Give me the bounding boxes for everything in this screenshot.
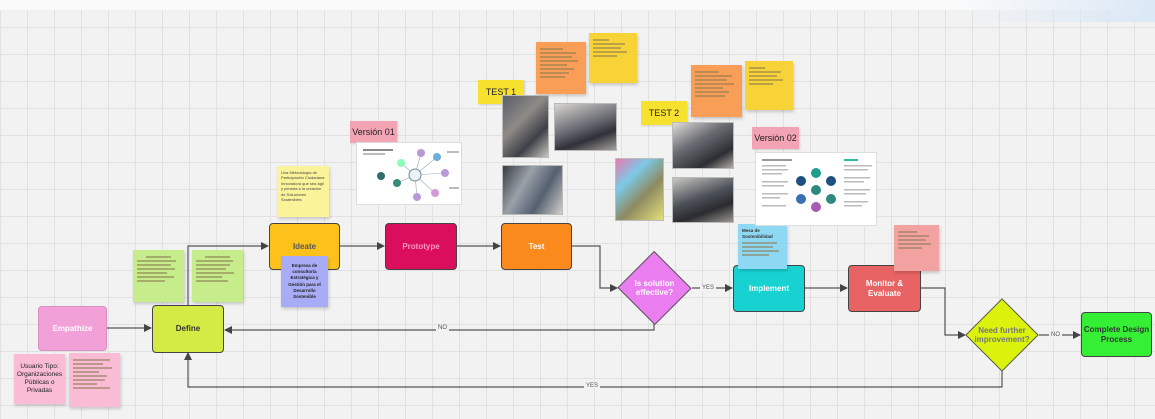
further-label: Need further improvement? xyxy=(974,325,1030,344)
test-1-photo xyxy=(554,103,617,151)
arrow-define-ideate xyxy=(187,242,269,305)
top-bar xyxy=(0,0,1155,10)
define-notes-sticky-1 xyxy=(133,250,184,302)
solution-decision[interactable]: Is solution effective? xyxy=(617,250,692,326)
complete-node[interactable]: Complete Design Process xyxy=(1081,312,1152,357)
define-label: Define xyxy=(175,324,201,334)
test-2-notes-sticky-2 xyxy=(745,61,793,110)
test-notes-sticky-1 xyxy=(536,42,586,94)
complete-label: Complete Design Process xyxy=(1083,324,1150,344)
test-1-photo xyxy=(502,95,549,158)
ideate-label: Ideate xyxy=(292,241,317,251)
monitor-label: Monitor & Evaluate xyxy=(865,278,904,298)
empresa-sticky-text: Empresa de consultoría Estratégica y Ges… xyxy=(288,263,321,299)
edge-label-no: NO xyxy=(436,325,449,331)
test-notes-sticky-2 xyxy=(589,33,637,83)
prototype-label: Prototype xyxy=(402,241,440,251)
empathize-label: Empathize xyxy=(52,323,93,333)
implement-label: Implement xyxy=(748,283,789,293)
test-2-photo xyxy=(672,177,734,223)
implement-sticky-title: Mesa de Sostenibilidad xyxy=(742,228,773,240)
test-label: Test xyxy=(528,241,545,251)
edge-label-yes: YES xyxy=(584,383,601,389)
edge-label-no: NO xyxy=(1049,332,1062,338)
test-1-photo xyxy=(502,165,563,215)
ideate-sticky-text: Una Metodología de Participación Ciudada… xyxy=(281,170,325,202)
monitor-sticky xyxy=(894,225,939,271)
ideate-sticky: Una Metodología de Participación Ciudada… xyxy=(277,166,329,217)
version-01-label: Versión 01 xyxy=(350,121,397,143)
test-2-label: TEST 2 xyxy=(641,101,687,125)
version-02-label: Versión 02 xyxy=(752,127,799,149)
usuario-text: Usuario Tipo: Organizaciones Públicas o … xyxy=(16,362,63,395)
implement-node[interactable]: Implement xyxy=(733,265,805,312)
monitor-node[interactable]: Monitor & Evaluate xyxy=(848,265,921,312)
usuario-sticky: Usuario Tipo: Organizaciones Públicas o … xyxy=(14,354,65,404)
implement-sticky: Mesa de Sostenibilidad xyxy=(738,224,787,269)
edge-label-yes: YES xyxy=(700,285,717,291)
arrow-test-solution xyxy=(572,245,618,292)
arrow-monitor-further xyxy=(921,287,966,339)
solution-label: Is solution effective? xyxy=(634,278,675,297)
test-2-notes-sticky-1 xyxy=(691,65,742,117)
define-notes-sticky-2 xyxy=(192,250,243,302)
prototype-version-01-image xyxy=(356,142,462,205)
empathize-node[interactable]: Empathize xyxy=(38,306,107,351)
define-node[interactable]: Define xyxy=(152,305,224,353)
test-2-photo xyxy=(615,158,664,221)
prototype-node[interactable]: Prototype xyxy=(385,223,457,270)
prototype-version-02-image xyxy=(755,152,877,226)
empresa-sticky: Empresa de consultoría Estratégica y Ges… xyxy=(281,256,328,307)
top-bar-gradient xyxy=(955,0,1155,22)
test-node[interactable]: Test xyxy=(501,223,572,270)
empathize-notes-sticky xyxy=(69,353,120,407)
further-decision[interactable]: Need further improvement? xyxy=(965,298,1039,372)
test-2-photo xyxy=(672,122,734,169)
arrow-further-define xyxy=(184,352,1003,388)
